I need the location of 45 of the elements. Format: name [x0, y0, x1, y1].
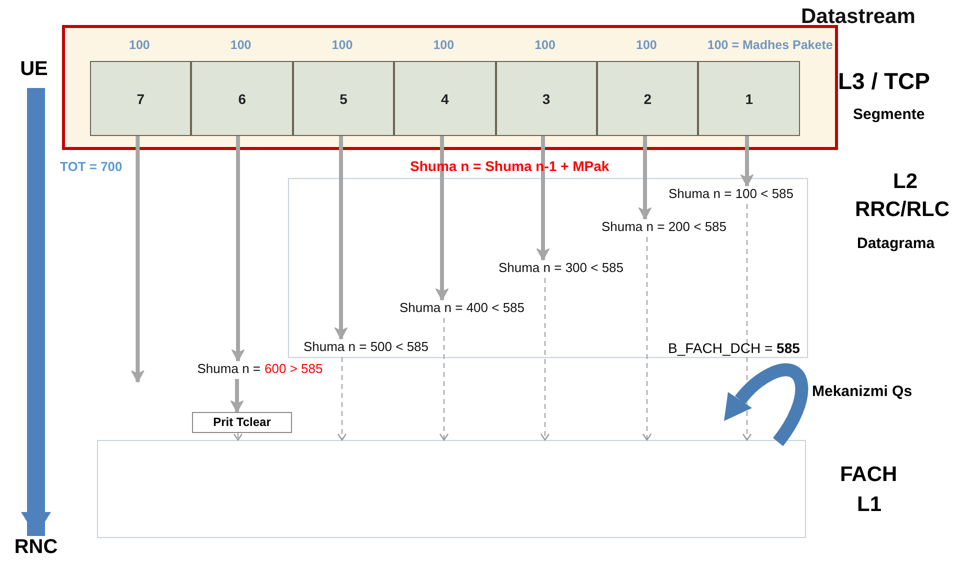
- layer-subtitle: Segmente: [853, 106, 925, 123]
- arrow: [536, 136, 550, 260]
- layer-title: L2: [893, 170, 918, 194]
- arrow: [131, 136, 144, 382]
- endpoint-label: UE: [12, 58, 56, 88]
- layer-title: L3 / TCP: [838, 68, 930, 95]
- endpoint-label: RNC: [6, 536, 66, 560]
- arrow: [638, 136, 652, 220]
- dashed-arrow: [337, 356, 347, 441]
- size-label: 100: [129, 38, 150, 52]
- size-label: 100 = Madhes Pakete: [707, 38, 833, 52]
- arrow: [230, 379, 244, 412]
- arrow: [740, 136, 754, 186]
- mechanism-label: Mekanizmi Qs: [812, 383, 912, 400]
- sum-label: Shuma n = 300 < 585: [486, 260, 636, 278]
- sum-label: Shuma n = 100 < 585: [656, 186, 806, 204]
- total-label: TOT = 700: [60, 159, 122, 174]
- size-label: 100: [636, 38, 657, 52]
- buffer-label: B_FACH_DCH = 585: [668, 340, 800, 356]
- layer-title: L1: [857, 493, 882, 517]
- arrow: [232, 136, 244, 362]
- frame-heading: Datastream: [801, 5, 916, 29]
- size-label: 100: [332, 38, 353, 52]
- arrow: [436, 136, 448, 300]
- formula-label: Shuma n = Shuma n-1 + MPak: [410, 158, 610, 174]
- dashed-arrow: [742, 204, 752, 441]
- sum-label: Shuma n = 500 < 585: [291, 339, 441, 357]
- size-label: 100: [230, 38, 252, 52]
- dashed-arrow: [540, 278, 550, 441]
- flow-arrow: [21, 88, 51, 536]
- sum-label: Shuma n = 600 > 585: [180, 361, 340, 379]
- layer-title: RRC/RLC: [855, 198, 950, 222]
- layer-subtitle: Datagrama: [857, 235, 935, 252]
- sum-label: Shuma n = 200 < 585: [589, 219, 739, 237]
- dashed-arrow: [439, 318, 449, 441]
- timer-box: Prit Tclear: [192, 412, 292, 433]
- dashed-arrow: [233, 432, 243, 441]
- size-label: 100: [433, 38, 454, 52]
- arrow: [334, 136, 348, 340]
- sum-label: Shuma n = 400 < 585: [387, 300, 537, 318]
- dashed-arrow: [642, 236, 652, 441]
- layer-title: FACH: [840, 463, 898, 487]
- layer-box: [97, 440, 806, 538]
- layer-box: [288, 178, 808, 358]
- size-label: 100: [534, 38, 556, 52]
